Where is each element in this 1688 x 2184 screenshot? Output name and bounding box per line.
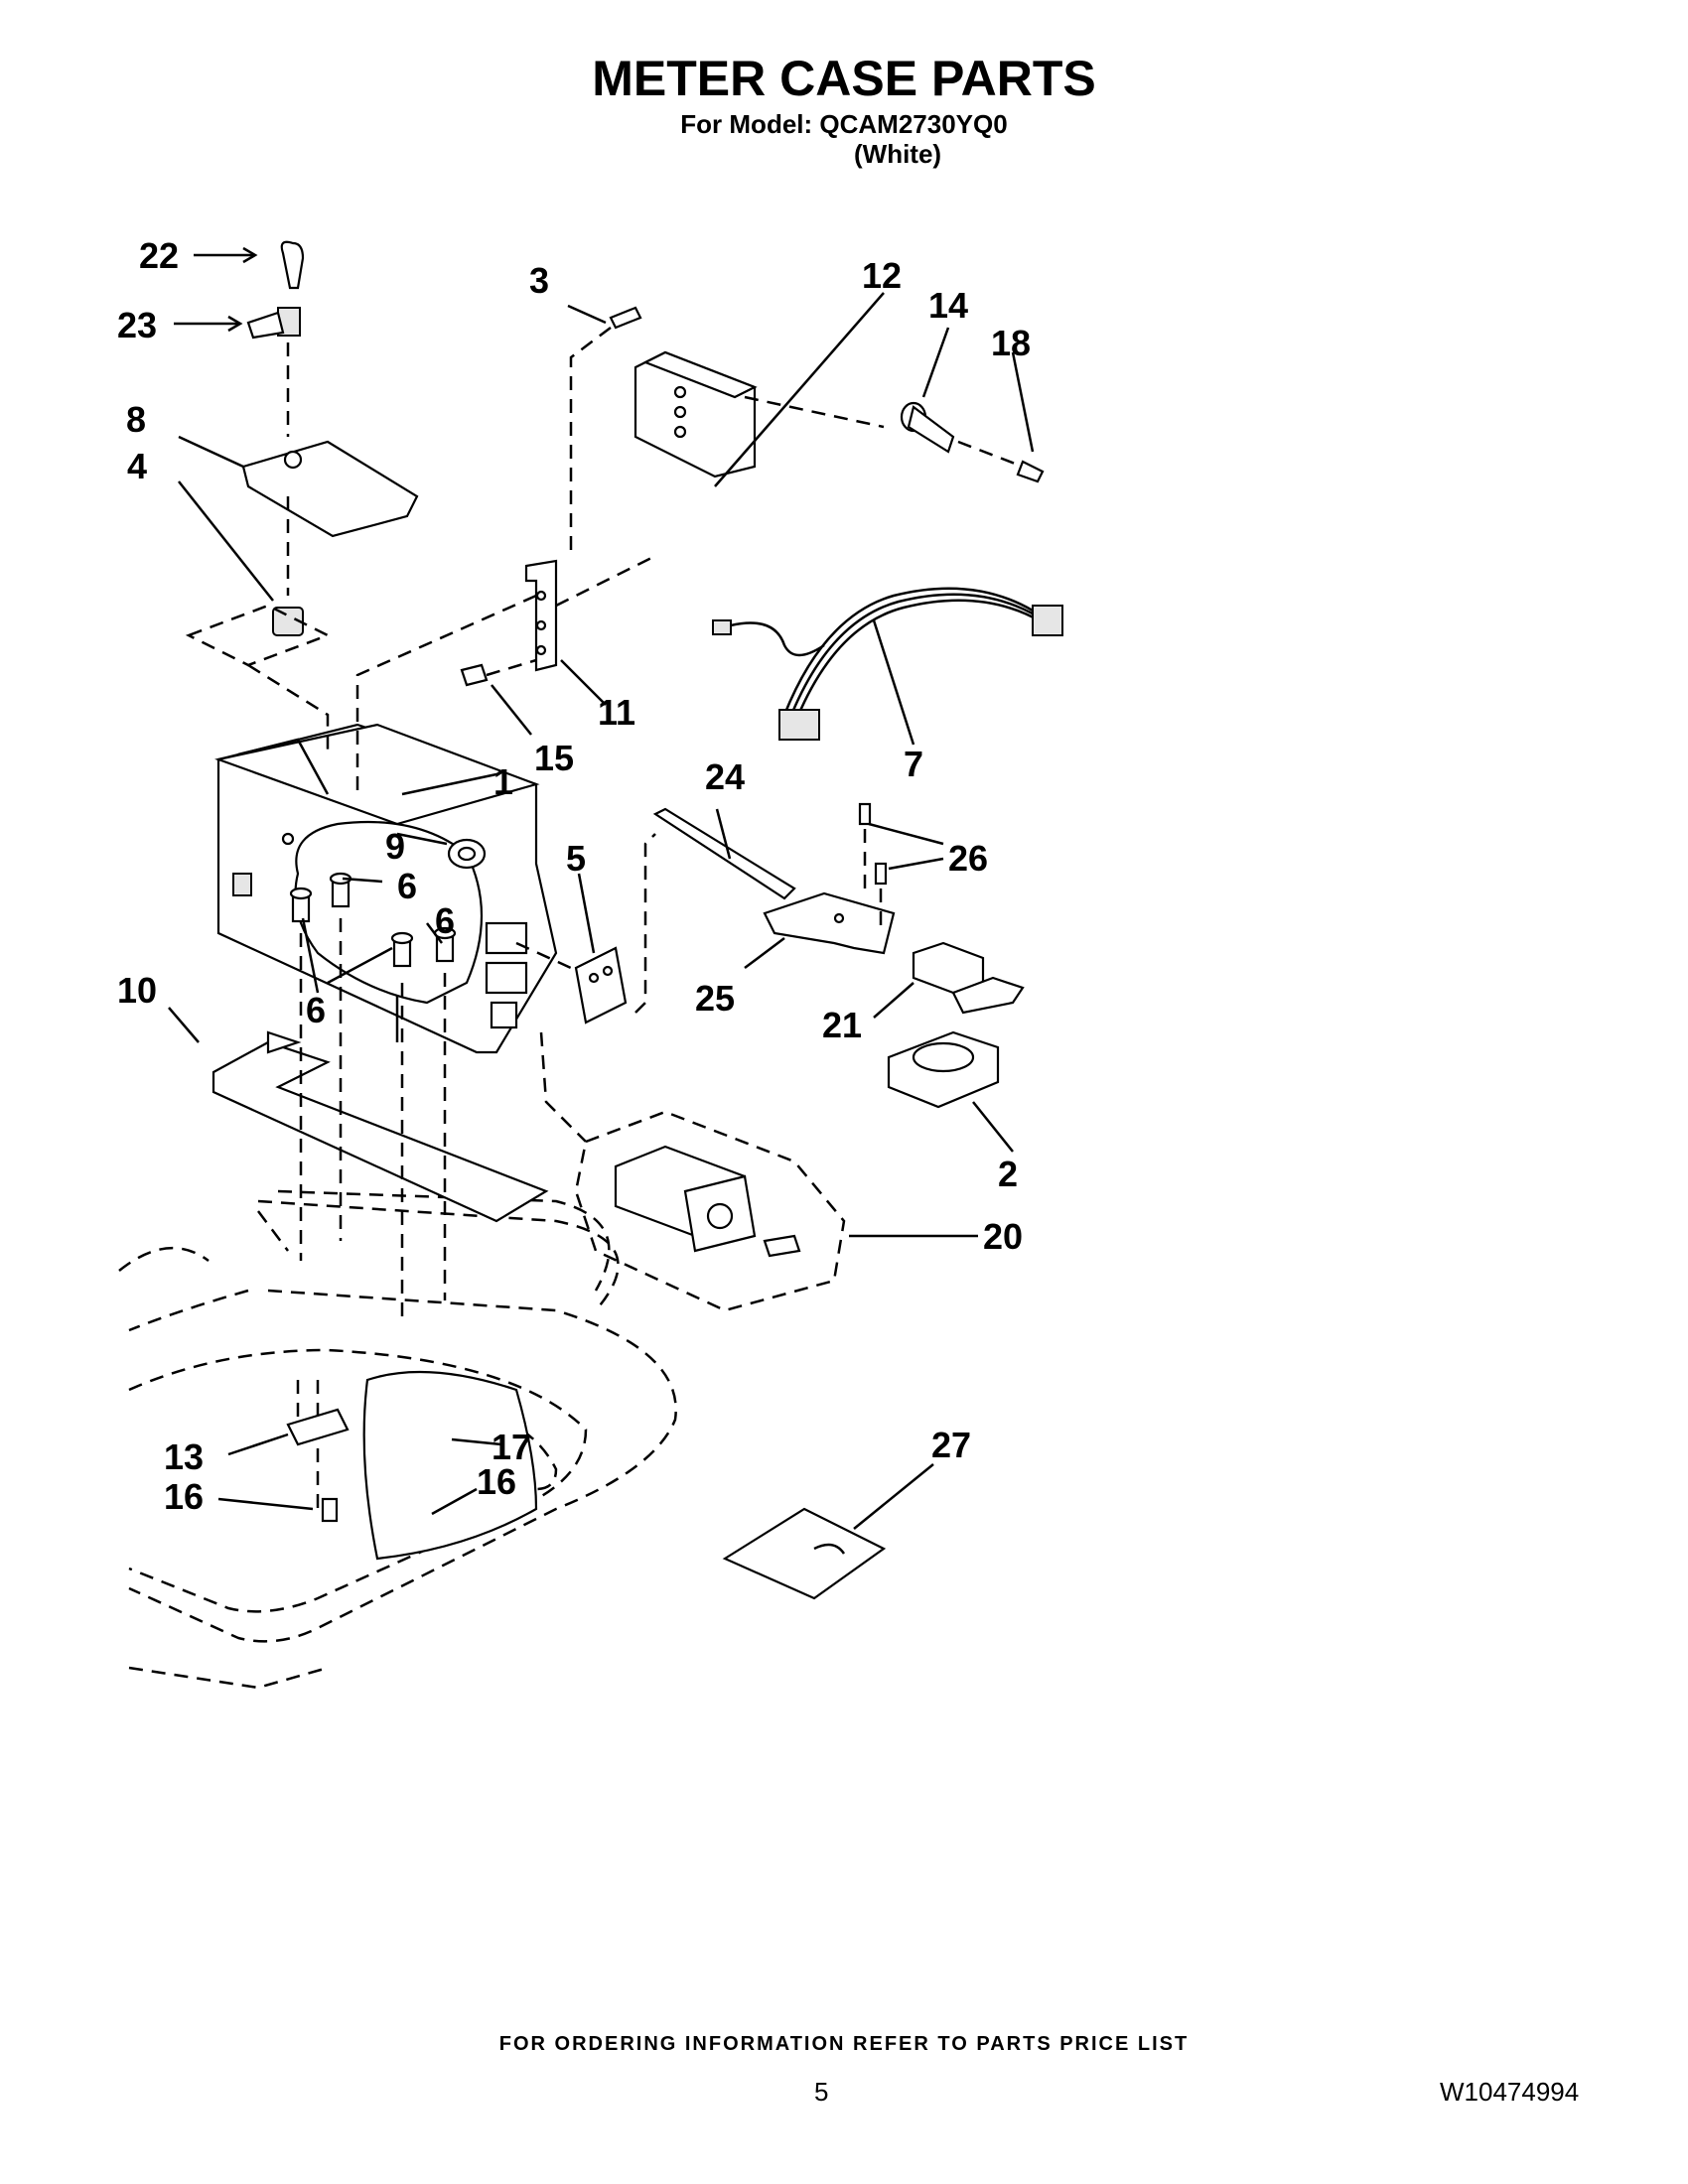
callout-6b: 6 bbox=[435, 900, 455, 941]
wire-harness bbox=[712, 587, 1063, 741]
coin-cup bbox=[887, 1030, 1000, 1109]
callout-8: 8 bbox=[126, 399, 146, 440]
callout-22: 22 bbox=[139, 235, 179, 276]
callout-labels: 22 23 8 4 3 12 14 18 11 15 1 7 9 6 6 6 5… bbox=[117, 235, 1031, 1517]
solenoid-assembly bbox=[539, 1031, 846, 1312]
model-variant: (White) bbox=[854, 139, 942, 169]
instruction-card bbox=[722, 1507, 887, 1600]
strip bbox=[652, 807, 796, 900]
callout-23: 23 bbox=[117, 305, 157, 345]
callout-25: 25 bbox=[695, 978, 735, 1019]
callout-2: 2 bbox=[998, 1154, 1018, 1194]
cover-plate bbox=[241, 440, 419, 596]
callout-21: 21 bbox=[822, 1005, 862, 1045]
screws-26 bbox=[858, 802, 888, 933]
small-plate bbox=[515, 833, 656, 1024]
bushing bbox=[447, 838, 487, 870]
callout-14: 14 bbox=[928, 285, 968, 326]
callout-4: 4 bbox=[127, 446, 147, 486]
callout-6a: 6 bbox=[397, 866, 417, 906]
callout-17: 17 bbox=[492, 1427, 531, 1467]
timer-knob-and-spring bbox=[900, 401, 1045, 483]
meter-case bbox=[214, 723, 558, 1054]
base-plate bbox=[211, 1030, 549, 1223]
coin-slide-bracket bbox=[912, 941, 1025, 1015]
callout-12: 12 bbox=[862, 255, 902, 296]
key-and-knob bbox=[246, 240, 305, 437]
callout-16b: 16 bbox=[477, 1461, 516, 1502]
callout-24: 24 bbox=[705, 756, 745, 797]
callout-26: 26 bbox=[948, 838, 988, 879]
machine-outline bbox=[118, 1189, 677, 1690]
callout-16a: 16 bbox=[164, 1476, 204, 1517]
callout-9: 9 bbox=[385, 826, 405, 867]
callout-10: 10 bbox=[117, 970, 157, 1011]
callout-13: 13 bbox=[164, 1436, 204, 1477]
callout-leaders bbox=[168, 246, 1035, 1530]
bracket bbox=[355, 306, 656, 794]
page-title: METER CASE PARTS bbox=[592, 51, 1096, 106]
callout-18: 18 bbox=[991, 323, 1031, 363]
callout-3: 3 bbox=[529, 260, 549, 301]
callout-1: 1 bbox=[493, 761, 513, 802]
switch bbox=[185, 604, 332, 754]
mounting-plate bbox=[763, 891, 896, 955]
document-number: W10474994 bbox=[1440, 2077, 1580, 2107]
callout-27: 27 bbox=[931, 1425, 971, 1465]
ordering-note: FOR ORDERING INFORMATION REFER TO PARTS … bbox=[498, 2033, 1190, 2055]
model-line: For Model: QCAM2730YQ0 bbox=[680, 109, 1008, 139]
callout-20: 20 bbox=[983, 1216, 1023, 1257]
callout-11: 11 bbox=[598, 692, 635, 733]
control-box bbox=[633, 350, 885, 478]
callout-15: 15 bbox=[534, 738, 574, 778]
screws-6 bbox=[289, 872, 457, 968]
page-number: 5 bbox=[814, 2077, 829, 2107]
callout-7: 7 bbox=[904, 744, 923, 784]
callout-5: 5 bbox=[566, 838, 586, 879]
callout-6c: 6 bbox=[306, 990, 326, 1030]
